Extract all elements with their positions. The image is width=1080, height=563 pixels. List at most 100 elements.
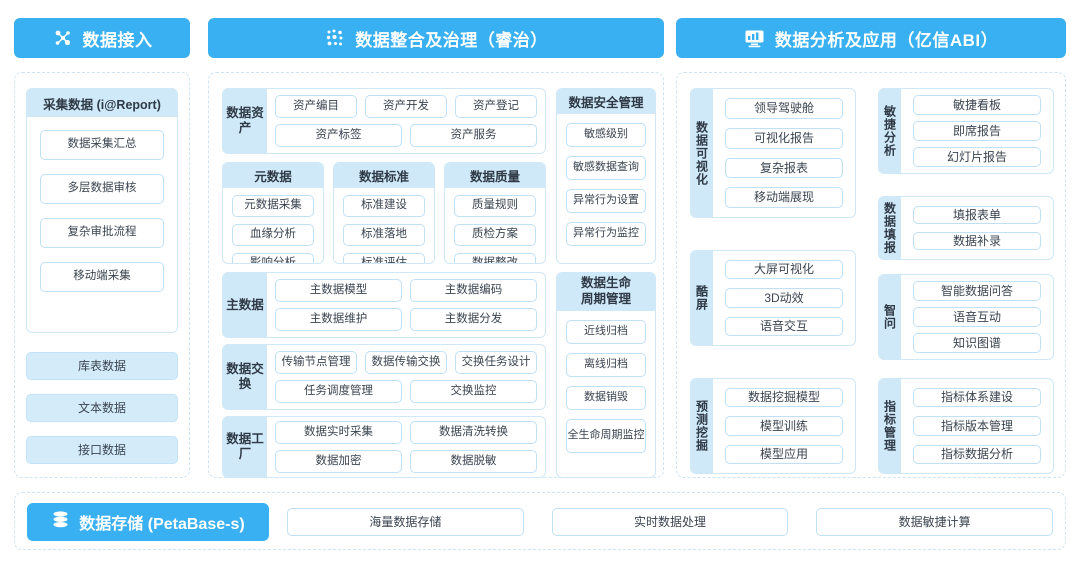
chip-storage-item[interactable]: 实时数据处理: [551, 508, 789, 536]
card-collect-data: 采集数据 (i@Report) 数据采集汇总 多层数据审核 复杂审批流程 移动端…: [26, 88, 178, 333]
chip-visualization-item[interactable]: 移动端展现: [725, 187, 843, 208]
group-data-exchange: 数据交换 传输节点管理 数据传输交换 交换任务设计 任务调度管理 交换监控: [222, 344, 546, 410]
banner-label: 数据接入: [82, 30, 153, 50]
chip-collect-item[interactable]: 数据采集汇总: [40, 130, 164, 160]
chip-quality-item[interactable]: 数据整改: [454, 253, 536, 263]
card-data-lifecycle: 数据生命 周期管理 近线归档 离线归档 数据销毁 全生命周期监控: [556, 272, 656, 478]
group-predictive-mining: 预测挖掘 数据挖掘模型 模型训练 模型应用: [690, 378, 856, 474]
group-label: 智问: [879, 275, 901, 359]
database-icon: [51, 510, 70, 534]
chip-master-item[interactable]: 主数据模型: [275, 279, 402, 302]
chip-visualization-item[interactable]: 可视化报告: [725, 127, 843, 149]
chip-smartask-item[interactable]: 知识图谱: [913, 333, 1041, 353]
chip-coolscreen-item[interactable]: 3D动效: [725, 288, 843, 308]
group-cool-screen: 酷屏 大屏可视化 3D动效 语音交互: [690, 250, 856, 346]
chip-asset-item[interactable]: 资产编目: [275, 95, 357, 118]
chip-exchange-item[interactable]: 交换任务设计: [455, 351, 537, 374]
chip-factory-item[interactable]: 数据脱敏: [410, 450, 537, 473]
chip-metric-item[interactable]: 指标数据分析: [913, 444, 1041, 464]
group-data-factory: 数据工厂 数据实时采集 数据清洗转换 数据加密 数据脱敏: [222, 416, 546, 478]
chip-lifecycle-item[interactable]: 离线归档: [566, 353, 646, 377]
chip-collect-item[interactable]: 多层数据审核: [40, 174, 164, 204]
chip-security-item[interactable]: 异常行为监控: [566, 222, 646, 246]
group-agile-analysis: 敏捷分析 敏捷看板 即席报告 幻灯片报告: [878, 88, 1054, 174]
chip-asset-item[interactable]: 资产登记: [455, 95, 537, 118]
chip-master-item[interactable]: 主数据编码: [410, 279, 537, 302]
chip-security-item[interactable]: 敏感级别: [566, 123, 646, 147]
chip-factory-item[interactable]: 数据实时采集: [275, 421, 402, 444]
card-title: 采集数据 (i@Report): [27, 89, 177, 117]
chip-collect-item[interactable]: 复杂审批流程: [40, 218, 164, 248]
card-data-standard: 数据标准 标准建设 标准落地 标准评估: [333, 162, 435, 264]
chip-asset-item[interactable]: 资产开发: [365, 95, 447, 118]
chip-agile-item[interactable]: 幻灯片报告: [913, 147, 1041, 167]
group-label: 数据资产: [223, 89, 267, 153]
chip-asset-item[interactable]: 资产标签: [275, 124, 402, 147]
chip-standard-item[interactable]: 标准建设: [343, 195, 425, 217]
group-data-reporting: 数据填报 填报表单 数据补录: [878, 196, 1054, 260]
chip-visualization-item[interactable]: 复杂报表: [725, 157, 843, 179]
chip-master-item[interactable]: 主数据分发: [410, 308, 537, 331]
chip-exchange-item[interactable]: 传输节点管理: [275, 351, 357, 374]
group-label: 数据可视化: [691, 89, 713, 217]
chip-data-source[interactable]: 文本数据: [26, 394, 178, 422]
chip-coolscreen-item[interactable]: 大屏可视化: [725, 260, 843, 280]
card-title: 数据标准: [334, 163, 434, 188]
chip-factory-item[interactable]: 数据加密: [275, 450, 402, 473]
chip-reporting-item[interactable]: 填报表单: [913, 206, 1041, 224]
data-dots-icon: [324, 27, 346, 49]
group-label: 指标管理: [879, 379, 901, 473]
chip-quality-item[interactable]: 质量规则: [454, 195, 536, 217]
chip-storage-item[interactable]: 数据敏捷计算: [816, 508, 1054, 536]
chip-prediction-item[interactable]: 数据挖掘模型: [725, 388, 843, 408]
chip-master-item[interactable]: 主数据维护: [275, 308, 402, 331]
chip-lifecycle-item[interactable]: 全生命周期监控: [566, 419, 646, 453]
chip-visualization-item[interactable]: 领导驾驶舱: [725, 98, 843, 119]
banner-data-storage[interactable]: 数据存储 (PetaBase-s): [27, 503, 269, 541]
chip-collect-item[interactable]: 移动端采集: [40, 262, 164, 292]
chip-reporting-item[interactable]: 数据补录: [913, 232, 1041, 250]
banner-data-analysis[interactable]: 数据分析及应用（亿信ABI）: [676, 18, 1066, 58]
chip-smartask-item[interactable]: 语音互动: [913, 307, 1041, 327]
chip-smartask-item[interactable]: 智能数据问答: [913, 281, 1041, 301]
chip-metadata-item[interactable]: 血缘分析: [232, 224, 314, 246]
banner-data-ingest[interactable]: 数据接入: [14, 18, 190, 58]
chip-standard-item[interactable]: 标准评估: [343, 253, 425, 263]
chip-metadata-item[interactable]: 影响分析: [232, 253, 314, 263]
group-data-asset: 数据资产 资产编目 资产开发 资产登记 资产标签 资产服务: [222, 88, 546, 154]
chip-exchange-item[interactable]: 交换监控: [410, 380, 537, 403]
card-title: 数据安全管理: [557, 89, 655, 114]
chip-lifecycle-item[interactable]: 近线归档: [566, 320, 646, 344]
chip-data-source[interactable]: 接口数据: [26, 436, 178, 464]
chip-quality-item[interactable]: 质检方案: [454, 224, 536, 246]
chip-exchange-item[interactable]: 任务调度管理: [275, 380, 402, 403]
chip-factory-item[interactable]: 数据清洗转换: [410, 421, 537, 444]
monitor-chart-icon: [744, 27, 766, 49]
chip-security-item[interactable]: 敏感数据查询: [566, 156, 646, 180]
chip-storage-item[interactable]: 海量数据存储: [287, 508, 524, 536]
banner-data-governance[interactable]: 数据整合及治理（睿治）: [208, 18, 664, 58]
chip-asset-item[interactable]: 资产服务: [410, 124, 537, 147]
card-data-security: 数据安全管理 敏感级别 敏感数据查询 异常行为设置 异常行为监控: [556, 88, 656, 264]
chip-prediction-item[interactable]: 模型应用: [725, 444, 843, 464]
card-title: 数据生命 周期管理: [557, 273, 655, 311]
list-data-sources: 库表数据 文本数据 接口数据: [26, 352, 178, 464]
chip-lifecycle-item[interactable]: 数据销毁: [566, 386, 646, 410]
chip-coolscreen-item[interactable]: 语音交互: [725, 316, 843, 336]
chip-agile-item[interactable]: 敏捷看板: [913, 95, 1041, 115]
chip-standard-item[interactable]: 标准落地: [343, 224, 425, 246]
chip-metric-item[interactable]: 指标版本管理: [913, 416, 1041, 436]
chip-security-item[interactable]: 异常行为设置: [566, 189, 646, 213]
chip-data-source[interactable]: 库表数据: [26, 352, 178, 380]
chip-metadata-item[interactable]: 元数据采集: [232, 195, 314, 217]
chip-agile-item[interactable]: 即席报告: [913, 121, 1041, 141]
group-metric-management: 指标管理 指标体系建设 指标版本管理 指标数据分析: [878, 378, 1054, 474]
chip-metric-item[interactable]: 指标体系建设: [913, 388, 1041, 408]
chip-prediction-item[interactable]: 模型训练: [725, 416, 843, 436]
card-title: 元数据: [223, 163, 323, 188]
group-label: 预测挖掘: [691, 379, 713, 473]
banner-label: 数据整合及治理（睿治）: [355, 30, 548, 50]
chip-exchange-item[interactable]: 数据传输交换: [365, 351, 447, 374]
list-storage-capabilities: 海量数据存储 实时数据处理 数据敏捷计算: [287, 503, 1054, 541]
